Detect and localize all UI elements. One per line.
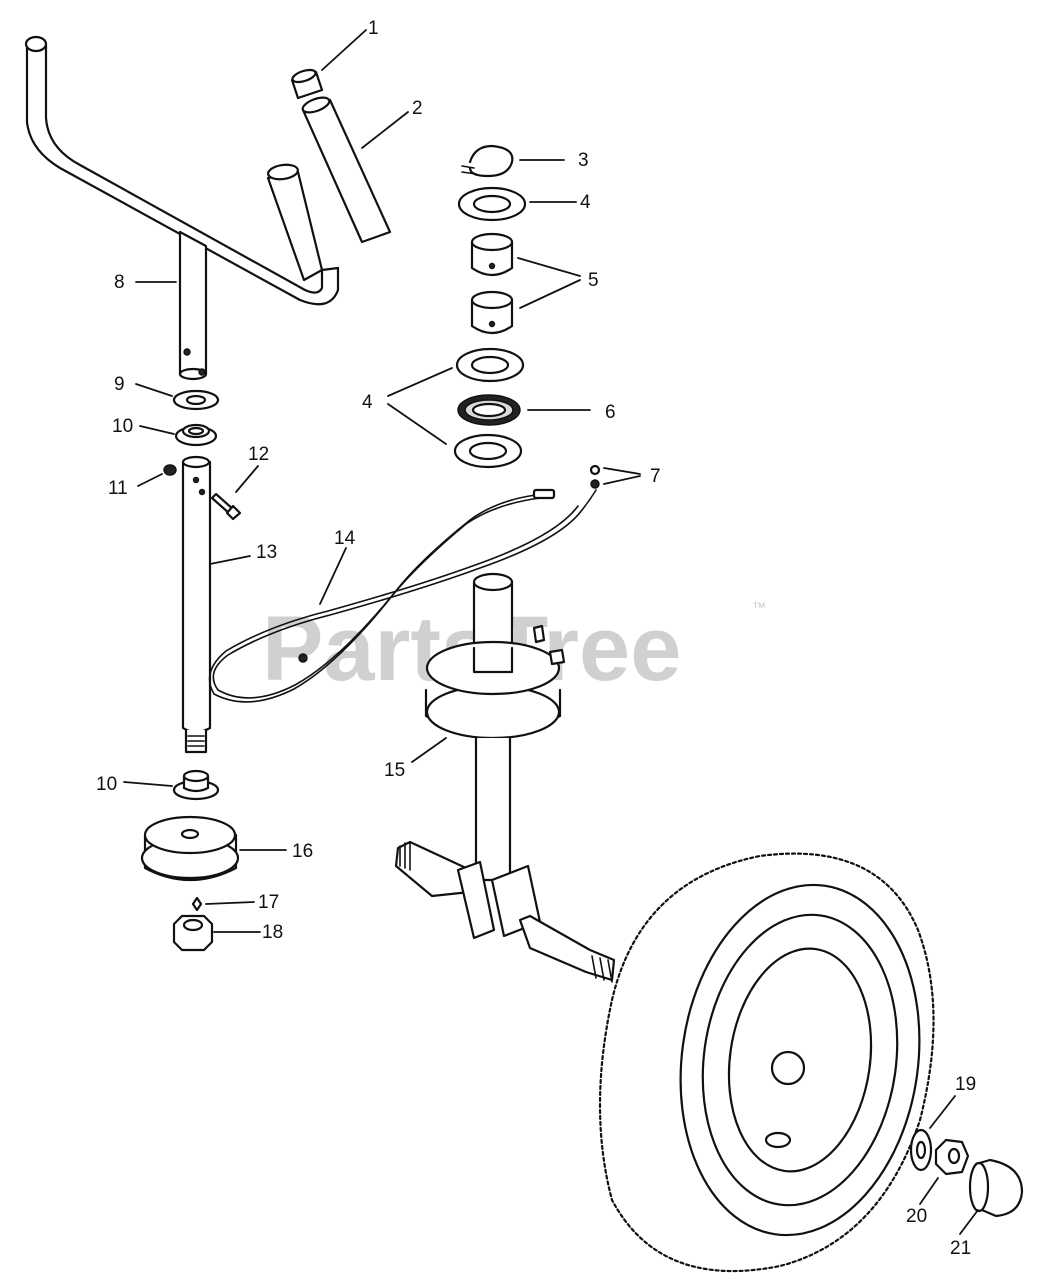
bolt-part-12 <box>210 492 242 521</box>
wheel-tire <box>598 852 935 1273</box>
set-screw-part-11 <box>163 464 177 476</box>
callout-10-top: 10 <box>112 416 133 437</box>
callout-12: 12 <box>248 444 269 465</box>
steering-shaft-part-13 <box>181 455 212 754</box>
leader-lines <box>123 29 979 1235</box>
callout-5: 5 <box>588 270 599 291</box>
nut-part-18 <box>172 914 214 952</box>
callout-14: 14 <box>334 528 356 549</box>
spindle-part-15 <box>394 572 616 983</box>
snap-ring-part-3 <box>461 144 514 178</box>
callout-16: 16 <box>292 841 313 862</box>
key-part-17 <box>191 896 203 912</box>
flange-bushing-part-10-top <box>174 423 218 447</box>
callout-13: 13 <box>256 542 277 563</box>
callout-7: 7 <box>650 466 661 487</box>
cable-part-14 <box>208 488 597 703</box>
callout-10-bottom: 10 <box>96 774 117 795</box>
bushing-part-5-lower <box>470 290 514 335</box>
washer-part-19 <box>909 1128 933 1172</box>
callout-21: 21 <box>950 1238 971 1259</box>
grip-tube-part-2 <box>301 96 392 244</box>
cable-ends-part-7 <box>589 464 601 489</box>
pulley-part-16 <box>140 815 240 882</box>
callout-2: 2 <box>412 98 423 119</box>
callout-4-bottom: 4 <box>362 392 373 413</box>
callout-20: 20 <box>906 1206 927 1227</box>
hub-cap-part-21 <box>968 1158 1024 1218</box>
callout-18: 18 <box>262 922 283 943</box>
steering-handle <box>24 35 340 381</box>
washer-part-9 <box>172 389 220 411</box>
callout-9: 9 <box>114 374 125 395</box>
callout-17: 17 <box>258 892 279 913</box>
callout-3: 3 <box>578 150 589 171</box>
flange-bushing-part-10-bottom <box>172 769 220 801</box>
thrust-bearing-part-6 <box>457 394 521 426</box>
bushing-part-5-upper <box>470 232 514 277</box>
callout-19: 19 <box>955 1074 976 1095</box>
cap-part-1 <box>290 68 324 100</box>
washer-part-4-middle <box>455 347 525 383</box>
watermark-trademark: ™ <box>752 599 766 615</box>
nut-part-20 <box>934 1138 970 1176</box>
washer-part-4-bottom <box>453 433 523 469</box>
washer-part-4-top <box>457 186 527 222</box>
callout-8: 8 <box>114 272 125 293</box>
callout-4-top: 4 <box>580 192 591 213</box>
callout-15: 15 <box>384 760 405 781</box>
callout-11: 11 <box>108 478 128 499</box>
callout-labels: 1 2 3 4 5 6 7 8 9 10 11 12 13 14 15 16 1… <box>96 18 976 1259</box>
callout-6: 6 <box>605 402 616 423</box>
callout-1: 1 <box>368 18 379 39</box>
